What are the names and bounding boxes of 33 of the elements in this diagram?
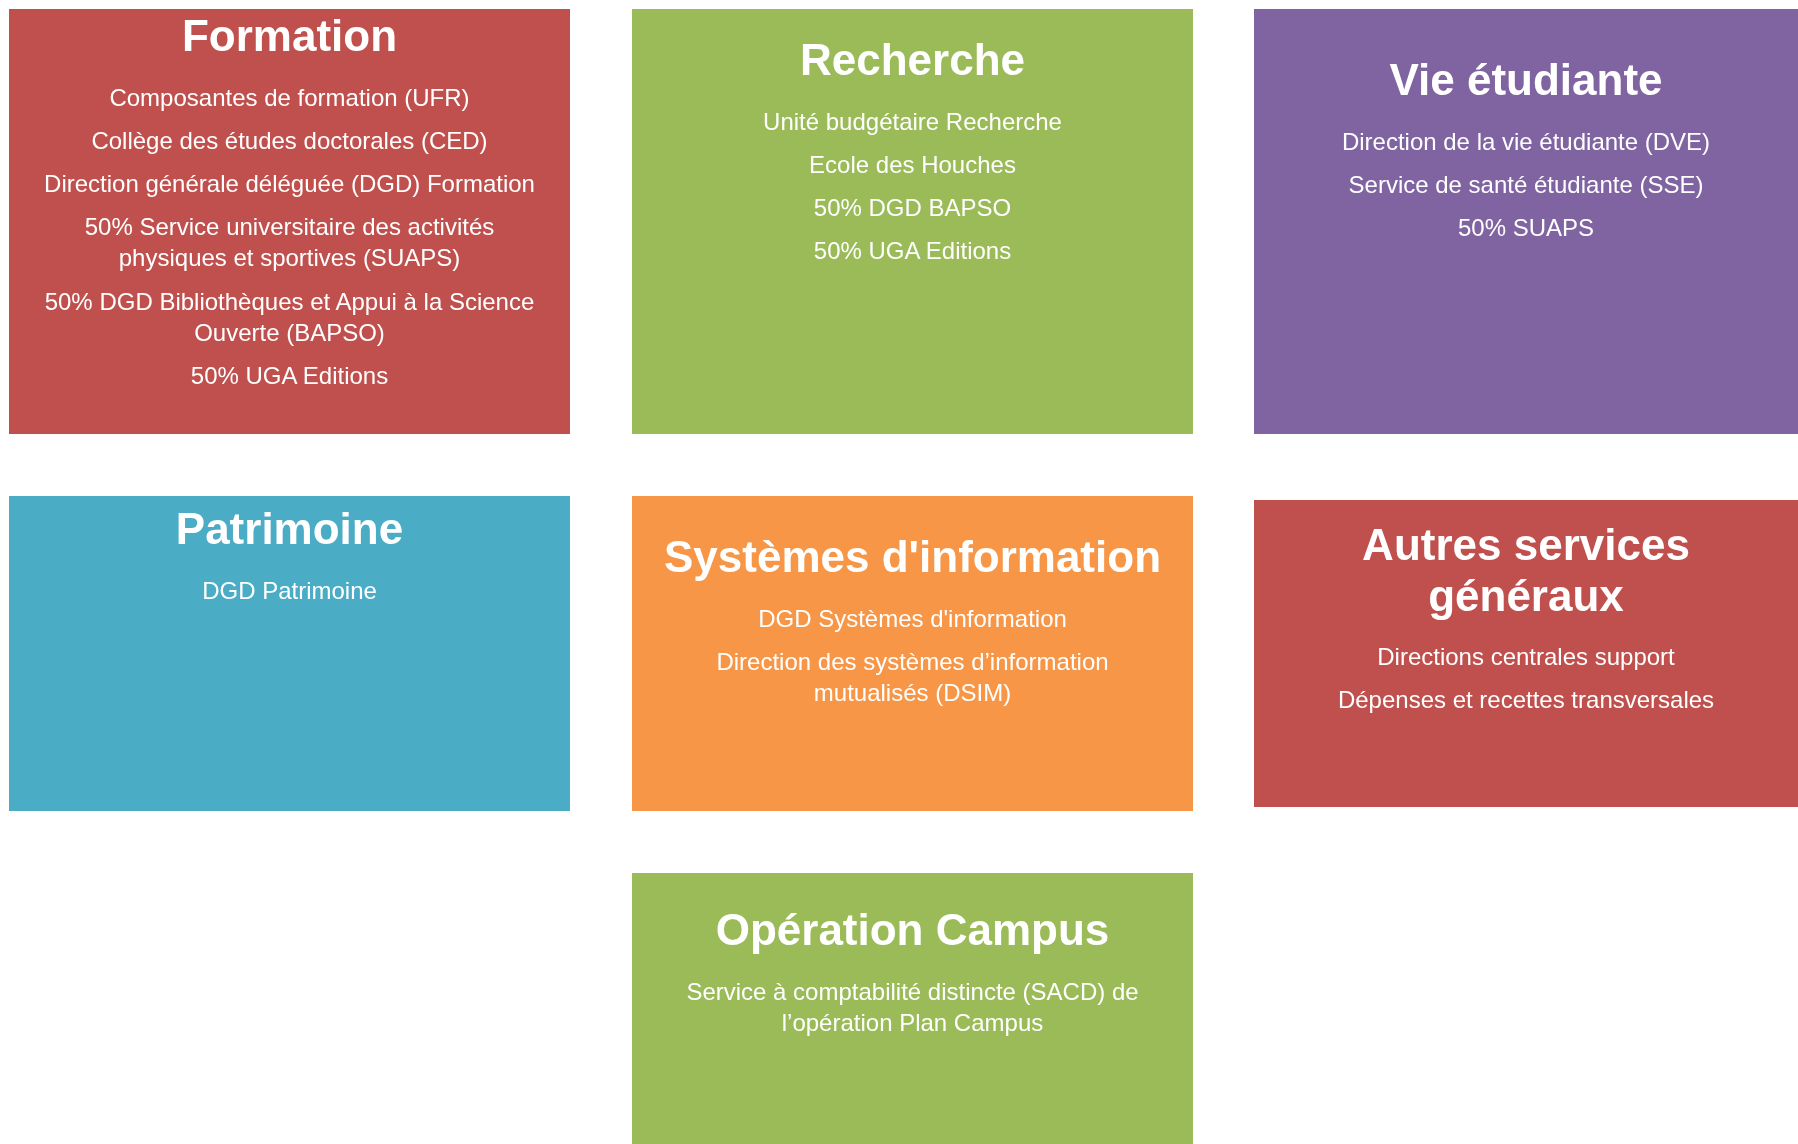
category-box <box>9 9 570 434</box>
list-item: Dépenses et recettes transversales <box>1337 685 1715 716</box>
category-box <box>9 496 570 811</box>
list-item: 50% DGD BAPSO <box>813 192 1012 223</box>
list-item: Composantes de formation (UFR) <box>109 82 470 113</box>
box-title: Systèmes d'information <box>664 532 1161 583</box>
list-item: Direction des systèmes d’information mutualisés (DSIM) <box>715 646 1110 708</box>
category-box <box>632 496 1193 811</box>
list-item: 50% SUAPS <box>1457 212 1595 243</box>
box-title: Opération Campus <box>715 905 1110 956</box>
list-item: Direction générale déléguée (DGD) Formation <box>44 168 535 199</box>
box-title: Recherche <box>800 35 1025 86</box>
list-item: Directions centrales support <box>1377 642 1675 673</box>
box-title: Autres services généraux <box>1361 520 1691 622</box>
list-item: Service à comptabilité distincte (SACD) de l’opération Plan Campus <box>685 976 1140 1038</box>
list-item: Unité budgétaire Recherche <box>763 106 1062 137</box>
box-title: Vie étudiante <box>1389 55 1663 106</box>
list-item: DGD Patrimoine <box>202 575 377 606</box>
box-title: Formation <box>181 11 398 62</box>
box-title: Patrimoine <box>175 504 404 555</box>
list-item: DGD Systèmes d'information <box>758 603 1067 634</box>
list-item: 50% UGA Editions <box>813 236 1012 267</box>
category-box <box>1254 9 1798 434</box>
category-box <box>1254 500 1798 807</box>
list-item: Direction de la vie étudiante (DVE) <box>1341 126 1711 157</box>
list-item: 50% UGA Editions <box>190 360 389 391</box>
list-item: 50% Service universitaire des activités physiques et sportives (SUAPS) <box>83 212 496 274</box>
list-item: Collège des études doctorales (CED) <box>91 125 488 156</box>
category-box <box>632 873 1193 1144</box>
list-item: 50% DGD Bibliothèques et Appui à la Science Ouverte (BAPSO) <box>43 286 536 348</box>
category-box <box>632 9 1193 434</box>
list-item: Ecole des Houches <box>809 149 1016 180</box>
list-item: Service de santé étudiante (SSE) <box>1348 169 1704 200</box>
